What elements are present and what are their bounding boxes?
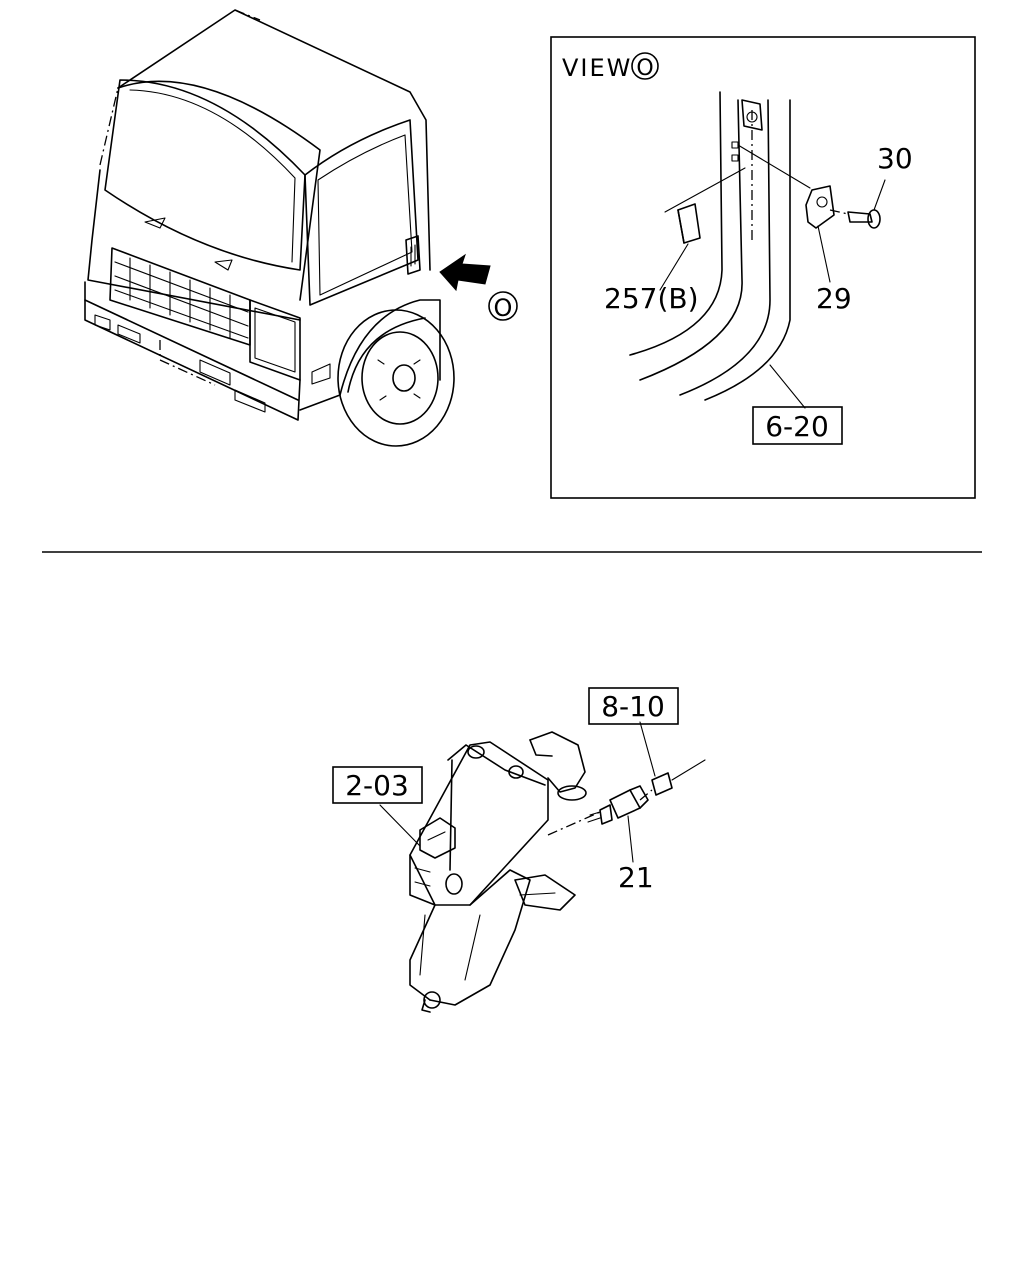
view-label-marker: O: [636, 56, 653, 81]
ref-8-10: 8-10: [601, 690, 665, 723]
pedal-bracket-illustration: 8-10 2-03 21: [332, 687, 706, 1013]
view-detail-panel: VIEW O 30 257(B) 29: [550, 36, 976, 499]
view-label: VIEW: [562, 54, 632, 82]
view-arrow-marker: O: [494, 294, 513, 322]
ref-2-03: 2-03: [345, 769, 409, 802]
callout-29: 29: [816, 282, 852, 315]
callout-257b: 257(B): [604, 282, 699, 315]
callout-30: 30: [877, 142, 913, 175]
ref-6-20: 6-20: [765, 410, 829, 443]
truck-cab-illustration: O: [84, 9, 518, 447]
callout-21: 21: [618, 861, 654, 894]
